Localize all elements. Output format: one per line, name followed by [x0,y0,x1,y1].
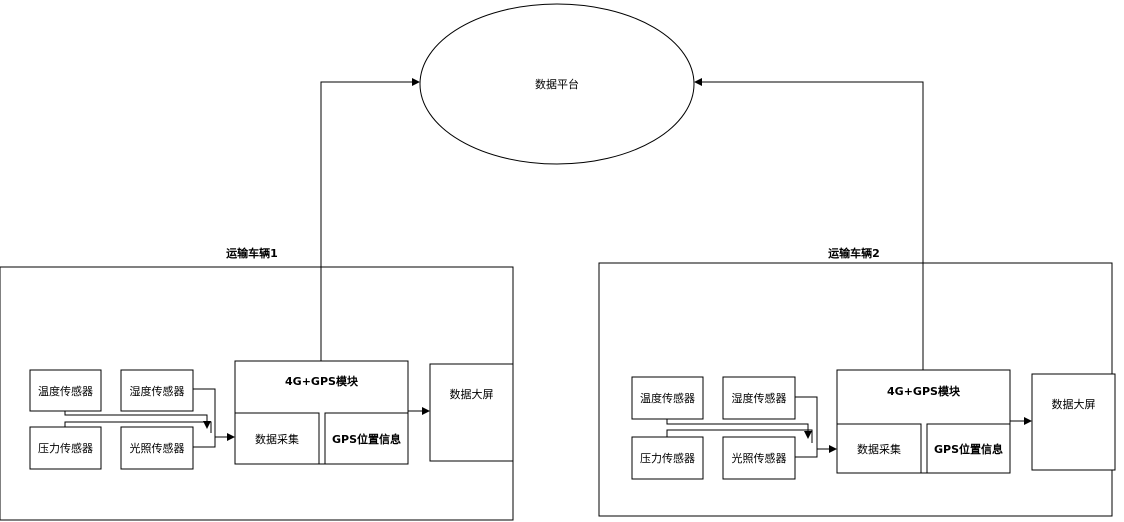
vehicle-2-humidity-sensor-box [722,376,796,420]
vehicle-1-temperature-sensor-label: 温度传感器 [38,384,93,398]
vehicle-2-temperature-sensor-label: 温度传感器 [640,392,695,405]
vehicle-2-module-title: 4G+GPS模块 [887,385,960,398]
vehicle-1-group [0,78,514,521]
vehicle-1-wire-humidity [193,388,216,437]
vehicle-1-wire-temperature [64,411,211,429]
vehicle-2-title: 运输车辆2 [828,247,880,260]
vehicle-1-title: 运输车辆1 [226,247,278,260]
vehicle-2-light-sensor-box [722,436,796,480]
vehicle-1-collect-box [234,412,320,465]
vehicle-2-light-sensor-label: 光照传感器 [731,452,787,465]
vehicle-1-screen-box [429,363,514,462]
vehicle-2-gps-box [926,423,1011,474]
vehicle-2-wire-light [795,449,818,458]
vehicle-2-screen-label: 数据大屏 [1051,398,1096,411]
vehicle-2-gps-label: GPS位置信息 [933,442,1003,456]
vehicle-1-light-sensor-label: 光照传感器 [129,442,185,455]
vehicle-2-pressure-sensor-label: 压力传感器 [640,452,695,465]
vehicle-1-pressure-sensor-label: 压力传感器 [38,442,93,455]
vehicle-1-humidity-sensor-box [120,369,194,412]
vehicle-1-screen-label: 数据大屏 [449,388,494,401]
vehicle-1-wire-light [193,437,216,448]
vehicle-2-collect-label: 数据采集 [857,442,901,456]
vehicle-2-uplink-arrow [694,78,924,370]
vehicle-2-humidity-sensor-label: 湿度传感器 [731,392,787,405]
vehicle-1-light-sensor-box [120,426,194,470]
vehicle-2-pressure-sensor-box [631,436,704,480]
vehicle-2-wire-temperature [666,419,812,439]
vehicle-1-temperature-sensor-box [29,369,102,412]
vehicle-1-humidity-sensor-label: 湿度传感器 [129,384,185,398]
vehicle-2-wire-humidity [795,396,818,449]
vehicle-2-temperature-sensor-box [631,376,704,420]
vehicle-2-wire-pressure [666,429,813,443]
vehicle-1-collect-label: 数据采集 [255,432,299,446]
data-platform-label: 数据平台 [535,78,579,91]
vehicle-2-group [598,78,1116,517]
vehicle-1-gps-box [324,412,409,465]
vehicle-1-module-title: 4G+GPS模块 [285,375,358,388]
vehicle-1-uplink-arrow [320,78,420,361]
vehicle-2-screen-box [1031,373,1116,471]
vehicle-1-gps-label: GPS位置信息 [331,432,401,446]
vehicle-1-wire-pressure [64,421,212,433]
vehicle-2-collect-box [836,423,922,474]
